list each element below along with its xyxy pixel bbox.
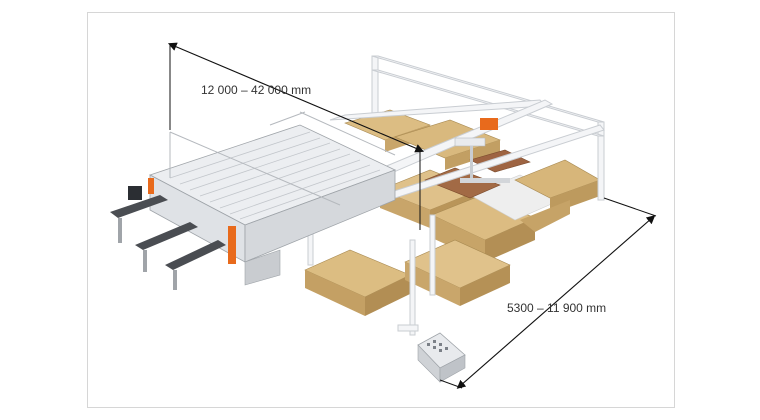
dimension-lines — [167, 42, 657, 389]
control-panel-icon — [417, 332, 466, 383]
length-dimension-label: 12 000 – 42 000 mm — [201, 83, 312, 97]
width-dimension-label: 5300 – 11 900 mm — [507, 301, 607, 315]
gantry-carriage — [454, 118, 510, 183]
